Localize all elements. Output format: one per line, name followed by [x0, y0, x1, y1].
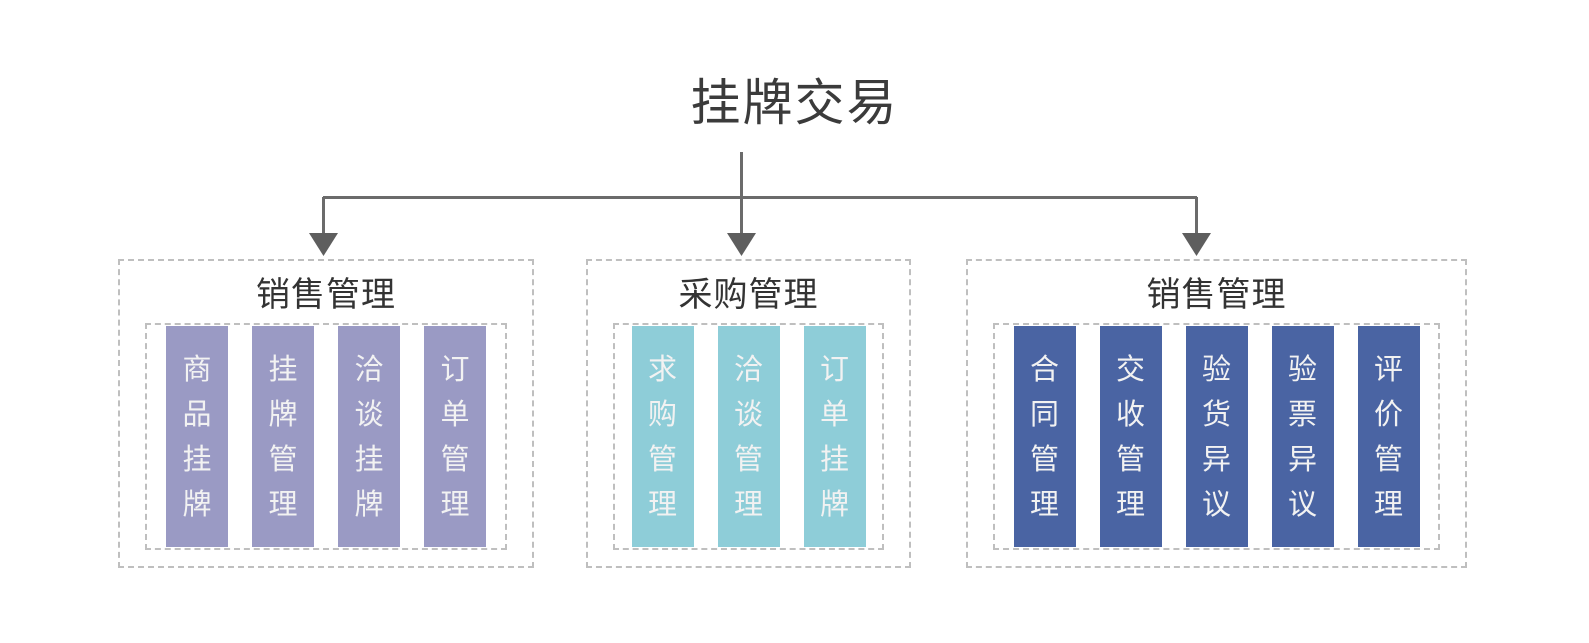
group-title-purchase: 采购管理 [678, 275, 819, 315]
bar-item-label: 评价管理 [1373, 351, 1403, 521]
group-sales-listing[interactable]: 销售管理 商品挂牌 挂牌管理 洽谈挂牌 订单管理 [118, 259, 534, 568]
bar-item-label: 商品挂牌 [182, 351, 212, 521]
bar-item[interactable]: 交收管理 [1099, 326, 1162, 547]
bar-item[interactable]: 订单管理 [424, 326, 486, 547]
group-purchase[interactable]: 采购管理 求购管理 洽谈管理 订单挂牌 [586, 259, 911, 568]
bar-item[interactable]: 评价管理 [1357, 326, 1420, 547]
bar-item-label: 求购管理 [647, 351, 677, 521]
group-items-container-3: 合同管理 交收管理 验货异议 验票异议 评价管理 [993, 323, 1440, 550]
bar-item-label: 挂牌管理 [268, 351, 298, 521]
page-title: 挂牌交易 [690, 74, 899, 132]
bar-item-label: 合同管理 [1029, 351, 1059, 521]
group-title-sales-fulfillment: 销售管理 [1146, 275, 1287, 315]
bar-item-label: 洽谈管理 [733, 351, 763, 521]
group-row: 销售管理 商品挂牌 挂牌管理 洽谈挂牌 订单管理 [118, 259, 1467, 568]
group-items-container-1: 商品挂牌 挂牌管理 洽谈挂牌 订单管理 [145, 323, 507, 550]
group-title-sales-listing: 销售管理 [256, 275, 396, 315]
bar-item[interactable]: 合同管理 [1013, 326, 1076, 547]
bar-item[interactable]: 求购管理 [631, 326, 694, 547]
bar-item[interactable]: 挂牌管理 [252, 326, 314, 547]
bar-list-1: 商品挂牌 挂牌管理 洽谈挂牌 订单管理 [154, 326, 498, 547]
arrowhead-icon-1 [309, 233, 338, 256]
bar-item[interactable]: 洽谈管理 [717, 326, 780, 547]
group-sales-fulfillment[interactable]: 销售管理 合同管理 交收管理 验货异议 验票异议 [966, 259, 1467, 568]
bar-item[interactable]: 订单挂牌 [803, 326, 866, 547]
bar-item[interactable]: 验货异议 [1185, 326, 1248, 547]
bar-item-label: 验票异议 [1287, 351, 1317, 521]
bar-item-label: 订单挂牌 [819, 351, 849, 521]
bar-item[interactable]: 验票异议 [1271, 326, 1334, 547]
bar-item-label: 交收管理 [1115, 351, 1145, 521]
arrowhead-icon-2 [727, 233, 756, 256]
bar-item-label: 订单管理 [440, 351, 470, 521]
arrowhead-icon-3 [1182, 233, 1211, 256]
bar-list-2: 求购管理 洽谈管理 订单挂牌 [620, 326, 878, 547]
bar-item[interactable]: 洽谈挂牌 [338, 326, 400, 547]
bar-item[interactable]: 商品挂牌 [166, 326, 228, 547]
group-items-container-2: 求购管理 洽谈管理 订单挂牌 [613, 323, 884, 550]
bar-item-label: 验货异议 [1201, 351, 1231, 521]
bar-item-label: 洽谈挂牌 [354, 351, 384, 521]
bar-list-3: 合同管理 交收管理 验货异议 验票异议 评价管理 [1002, 326, 1432, 547]
